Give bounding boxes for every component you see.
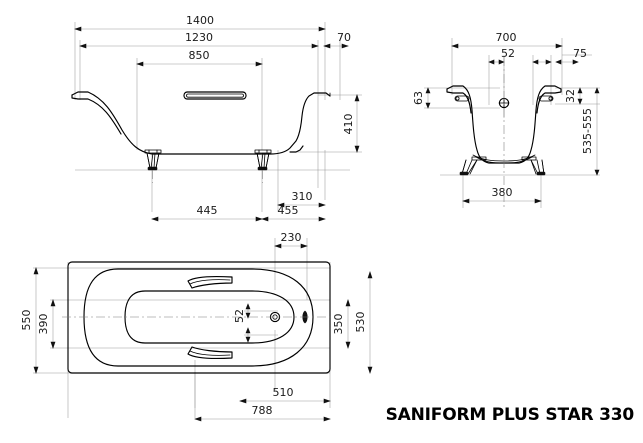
dim-label-535-555: 535-555 [581,108,594,154]
dim-label-530: 530 [354,312,367,333]
support-leg-right [254,149,272,183]
dim-side-overflow-offset: 52 [488,47,552,65]
dim-side-right-edge: 75 [555,47,587,65]
side-grip-right [538,95,554,102]
dim-side-total-height: 535-555 [581,87,600,176]
dim-label-455: 455 [278,204,299,217]
plan-grip-bottom [187,346,233,360]
dim-side-foot-spacing: 380 [462,186,542,204]
dim-label-70: 70 [337,31,351,44]
plan-outer-rim [67,261,331,374]
dim-label-32: 32 [564,89,577,103]
front-tub-outline [71,91,331,155]
plan-view: 230 550 390 350 530 [20,231,373,422]
dim-front-right-offset: 70 [323,31,351,49]
dim-label-230: 230 [281,231,302,244]
dim-plan-outer-width: 550 [20,267,39,374]
dim-plan-overflow-offset: 52 [233,303,278,343]
dim-label-380: 380 [492,186,513,199]
dim-label-52-side: 52 [501,47,515,60]
dim-plan-inner-width: 390 [37,299,56,349]
dim-label-52-plan: 52 [233,309,246,323]
grip-handle-slot [183,91,247,100]
dim-side-rim-height: 63 [412,87,431,109]
plan-bowl-outline [124,290,295,344]
front-extension-lines [74,22,362,212]
dim-label-350: 350 [332,314,345,335]
dim-label-410: 410 [342,114,355,135]
dim-side-rim-thickness: 32 [564,87,583,105]
dim-side-overall-width: 700 [451,31,563,49]
dim-front-grip-span: 850 [136,49,263,67]
side-elevation-view: 700 52 75 63 [412,31,600,210]
dim-label-788: 788 [252,404,273,417]
dim-label-550: 550 [20,310,33,331]
dim-front-depth: 410 [342,94,360,153]
side-grip-left [454,95,470,102]
dim-front-leg-spacing: 445 [151,204,263,222]
dim-label-850: 850 [189,49,210,62]
dim-label-63: 63 [412,91,425,105]
dim-label-700: 700 [496,31,517,44]
dim-plan-bowl-width: 350 [332,299,351,349]
dim-plan-bowl-length: 788 [194,404,331,422]
dim-label-1230: 1230 [185,31,213,44]
support-leg-left [144,149,162,183]
side-support-legs [459,57,546,210]
dim-front-leg-to-end: 455 [261,204,326,222]
dim-label-390: 390 [37,314,50,335]
dim-front-inner-length: 1230 [79,31,319,49]
dim-label-75: 75 [573,47,587,60]
dim-label-445: 445 [197,204,218,217]
dim-label-310: 310 [292,190,313,203]
dim-front-drain-offset: 310 [277,190,326,208]
dim-front-overall-length: 1400 [74,14,326,32]
plan-inner-rim [83,268,314,367]
front-elevation-view: 1400 1230 70 850 410 [71,14,362,222]
plan-grip-top [187,275,233,289]
dim-plan-overall-width: 530 [354,271,373,374]
product-title: SANIFORM PLUS STAR 330 [386,405,635,425]
dim-label-510: 510 [273,386,294,399]
dim-label-1400: 1400 [186,14,214,27]
dim-plan-drain-inset: 230 [274,231,308,249]
dim-plan-drain-from-end: 510 [239,386,331,404]
